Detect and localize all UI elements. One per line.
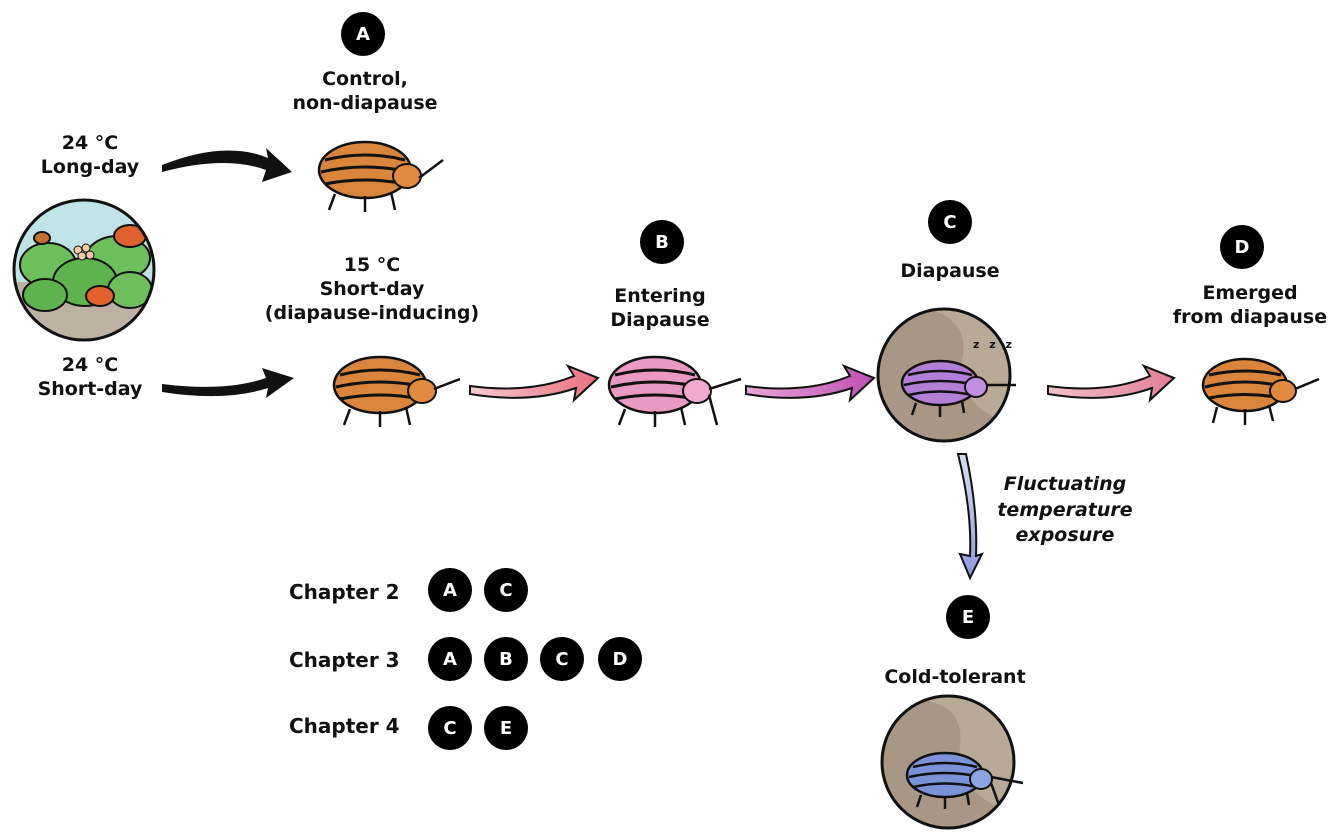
treatment-label: 15 °C Short-day (diapause-inducing): [262, 254, 482, 325]
stage-a-label: Control, non-diapause: [280, 68, 450, 116]
chapter-2-badge-a: A: [428, 568, 472, 612]
badge-a: A: [341, 12, 385, 56]
fluctuating-label: Fluctuating temperature exposure: [990, 472, 1140, 549]
stage-b-label: Entering Diapause: [590, 285, 730, 333]
chapter-3-label: Chapter 3: [289, 648, 400, 672]
fluctuating-line1: Fluctuating: [990, 472, 1140, 498]
stage-d-label: Emerged from diapause: [1170, 282, 1330, 330]
arrow-to-cold-tolerant: [958, 454, 982, 578]
stage-b-line1: Entering: [590, 285, 730, 309]
beetle-control: [319, 142, 443, 212]
arrow-to-diapause: [746, 366, 874, 400]
fluctuating-line2: temperature: [990, 498, 1140, 524]
fluctuating-line3: exposure: [990, 523, 1140, 549]
chapter-2-label: Chapter 2: [289, 580, 400, 604]
chapter-3-badge-d: D: [598, 637, 642, 681]
treatment-note: (diapause-inducing): [262, 302, 482, 326]
chapter-4-badge-e: E: [484, 706, 528, 750]
chapter-3-badge-a: A: [428, 637, 472, 681]
short-day-photoperiod: Short-day: [30, 378, 150, 402]
treatment-temp: 15 °C: [262, 254, 482, 278]
beetle-emerged: [1203, 359, 1319, 425]
stage-b-line2: Diapause: [590, 309, 730, 333]
long-day-condition: 24 °C Long-day: [30, 132, 150, 180]
chapter-3-badge-c: C: [540, 637, 584, 681]
sleep-zzz: z z z: [973, 338, 1015, 351]
badge-b: B: [640, 220, 684, 264]
stage-a-line2: non-diapause: [280, 92, 450, 116]
badge-d: D: [1220, 225, 1264, 269]
stage-d-line2: from diapause: [1170, 306, 1330, 330]
beetle-short-day: [334, 357, 460, 427]
short-day-condition: 24 °C Short-day: [30, 354, 150, 402]
beetle-entering: [609, 357, 741, 427]
badge-c: C: [928, 200, 972, 244]
stage-e-label: Cold-tolerant: [880, 666, 1030, 690]
chapter-2-badge-c: C: [484, 568, 528, 612]
arrow-short-day: [162, 368, 294, 398]
treatment-photoperiod: Short-day: [262, 278, 482, 302]
plant-scene-illustration: [10, 195, 160, 352]
long-day-temp: 24 °C: [30, 132, 150, 156]
stage-c-label: Diapause: [880, 260, 1020, 284]
chapter-4-label: Chapter 4: [289, 714, 400, 738]
chapter-4-badge-c: C: [428, 706, 472, 750]
arrow-to-entering: [470, 366, 598, 400]
arrow-to-emerged: [1048, 366, 1174, 400]
chapter-3-badge-b: B: [484, 637, 528, 681]
arrow-long-day: [162, 148, 292, 182]
short-day-temp: 24 °C: [30, 354, 150, 378]
stage-d-line1: Emerged: [1170, 282, 1330, 306]
badge-e: E: [946, 595, 990, 639]
long-day-photoperiod: Long-day: [30, 156, 150, 180]
stage-a-line1: Control,: [280, 68, 450, 92]
